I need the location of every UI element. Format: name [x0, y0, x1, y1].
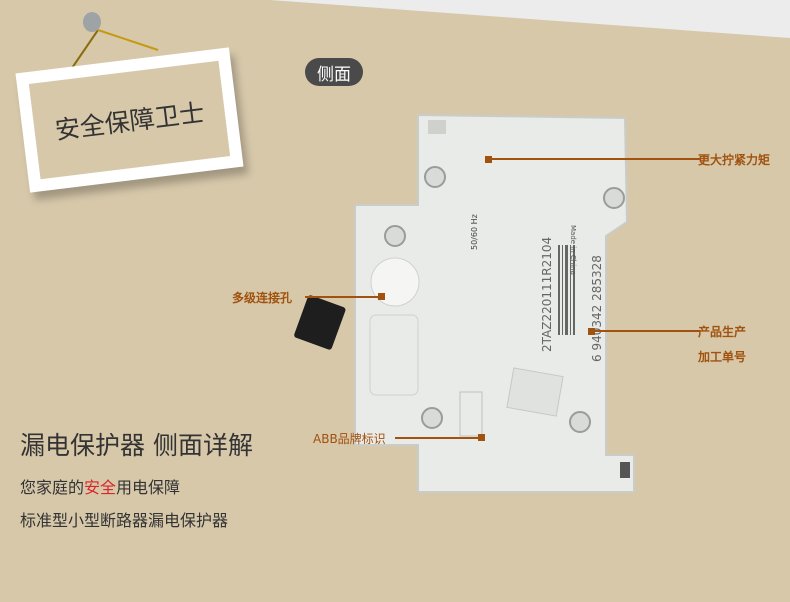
- code-leader: [592, 330, 700, 332]
- sign-text: 安全保障卫士: [28, 60, 231, 180]
- torque-marker: [485, 156, 492, 163]
- callout-product-code-1: 产品生产: [698, 325, 747, 339]
- headline: 漏电保护器 侧面详解: [20, 431, 253, 460]
- tagline: 您家庭的安全用电保障: [20, 474, 180, 498]
- tagline-pre: 您家庭的: [20, 478, 85, 497]
- tagline-post: 用电保障: [116, 478, 181, 497]
- tagline-highlight: 安全: [84, 478, 117, 497]
- frequency-label: 50/60 Hz: [470, 214, 479, 250]
- nail-icon: [83, 12, 101, 32]
- brand-leader: [395, 437, 480, 439]
- callout-torque: 更大拧紧力矩: [698, 153, 771, 167]
- barcode: [558, 245, 575, 335]
- brand-marker: [478, 434, 485, 441]
- torque-leader: [490, 158, 700, 160]
- callout-connector: 多级连接孔: [232, 291, 293, 305]
- connector-marker: [378, 293, 385, 300]
- origin-label: Made in China: [569, 225, 577, 275]
- barcode-number: 6 940342 285328: [590, 255, 604, 362]
- callout-product-code-2: 加工单号: [698, 350, 747, 364]
- view-badge: 侧面: [305, 58, 363, 86]
- connector-leader: [305, 296, 380, 298]
- code-marker: [588, 328, 595, 335]
- part-number: 2TAZ220111R2104: [540, 236, 554, 352]
- callout-brand: ABB品牌标识: [313, 432, 386, 446]
- subline: 标准型小型断路器漏电保护器: [20, 511, 229, 530]
- circuit-breaker-side-view: [294, 113, 635, 493]
